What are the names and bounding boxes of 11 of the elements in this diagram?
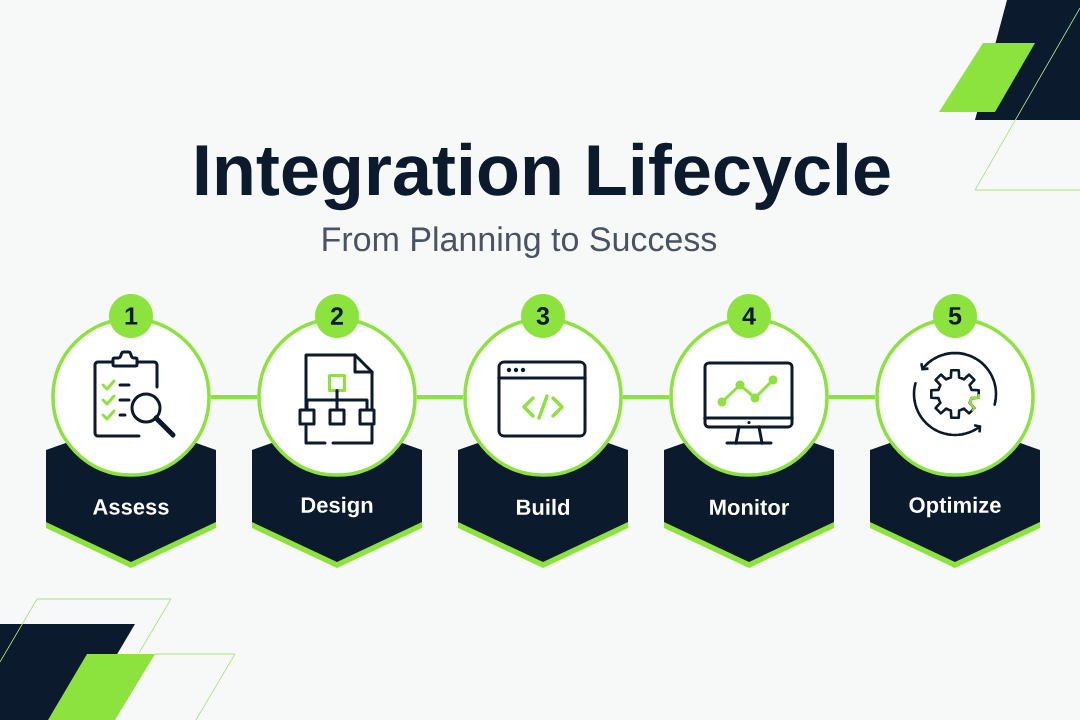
connector-line <box>416 395 464 399</box>
number-badge: 2 <box>315 294 359 338</box>
connector-line <box>622 395 670 399</box>
number-badge: 3 <box>521 294 565 338</box>
number-badge: 1 <box>109 294 153 338</box>
connector-line <box>210 395 258 399</box>
number-badge: 4 <box>727 294 771 338</box>
title: Integration Lifecycle <box>196 142 890 211</box>
subtitle: From Planning to Success <box>323 226 717 259</box>
number-badge: 5 <box>933 294 977 338</box>
connector-line <box>828 395 876 399</box>
